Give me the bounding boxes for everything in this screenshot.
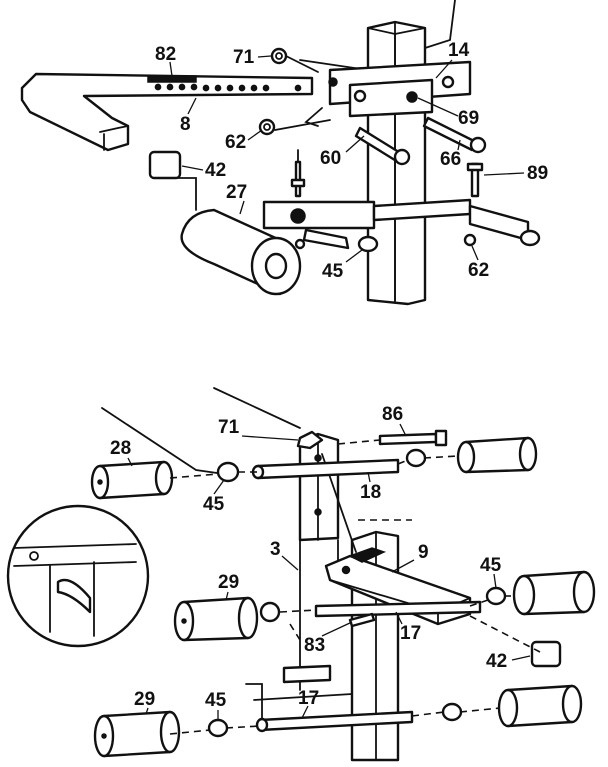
bottom-assembly [6,387,596,762]
cap-near-86 [405,448,427,468]
end-cap-42 [148,150,182,180]
roller-pad-29-lower [93,710,181,758]
cap-bottom-right [441,702,463,722]
label-86: 86 [382,404,403,425]
decal-82 [147,75,197,83]
roller-pad-27 [180,208,302,296]
label-45-bottom: 45 [205,690,227,711]
label-71-lower: 71 [218,417,240,438]
nut-71 [270,47,288,65]
label-3: 3 [270,539,281,560]
label-69: 69 [458,108,479,129]
bolt-86 [378,429,448,447]
label-45: 45 [322,261,344,282]
cap-45-left [216,461,240,483]
label-14: 14 [448,40,470,61]
label-27: 27 [226,182,247,203]
cap-45-right [485,586,507,606]
label-28: 28 [110,438,131,459]
nut-71-lower [296,430,324,450]
label-71: 71 [233,47,255,68]
label-66: 66 [440,149,461,170]
detail-inset [6,504,150,648]
rod-17-lower [255,710,414,733]
pin-83 [348,612,376,628]
bracket-14 [328,60,472,118]
label-62-b: 62 [468,260,489,281]
label-60: 60 [320,148,341,169]
nut-62 [258,118,276,136]
label-42-lower: 42 [486,651,507,672]
roller-pad-upper-right [456,436,538,474]
label-45-left: 45 [203,494,225,515]
roller-pad-28 [90,460,174,500]
top-assembly [20,0,541,306]
roller-pad-right [512,570,596,616]
label-9: 9 [418,542,429,563]
tube-18 [251,458,400,480]
label-62: 62 [225,132,246,153]
cap-45-bottom [207,718,229,738]
roller-pad-lower-right [497,684,583,728]
nut-62b [463,233,477,247]
bottom-labels: 86 71 28 18 45 3 9 45 29 17 83 42 29 45 … [110,404,531,720]
label-89: 89 [527,163,548,184]
end-cap-42-lower [530,640,562,668]
bolt-vertical [290,160,306,198]
label-8: 8 [180,114,191,135]
top-labels: 82 71 14 8 69 62 60 66 42 89 27 45 62 [155,40,548,282]
nut-small [294,238,306,250]
label-42: 42 [205,160,226,181]
label-82: 82 [155,44,176,65]
bolt-60 [354,126,411,166]
leg-lift-arm-8 [20,72,314,152]
label-83: 83 [304,635,325,656]
roller-pad-29-upper [173,596,259,642]
arm-adjustment-holes [154,83,302,92]
label-29-upper: 29 [218,572,239,593]
label-29-lower: 29 [134,689,155,710]
label-18: 18 [360,482,381,503]
label-45-right: 45 [480,555,502,576]
rod-17-upper [259,600,482,623]
bolt-89 [466,162,484,198]
label-17-upper: 17 [400,623,421,644]
lower-crossbar [262,198,541,253]
bolt-66 [422,116,487,154]
label-17-lower: 17 [298,688,319,709]
